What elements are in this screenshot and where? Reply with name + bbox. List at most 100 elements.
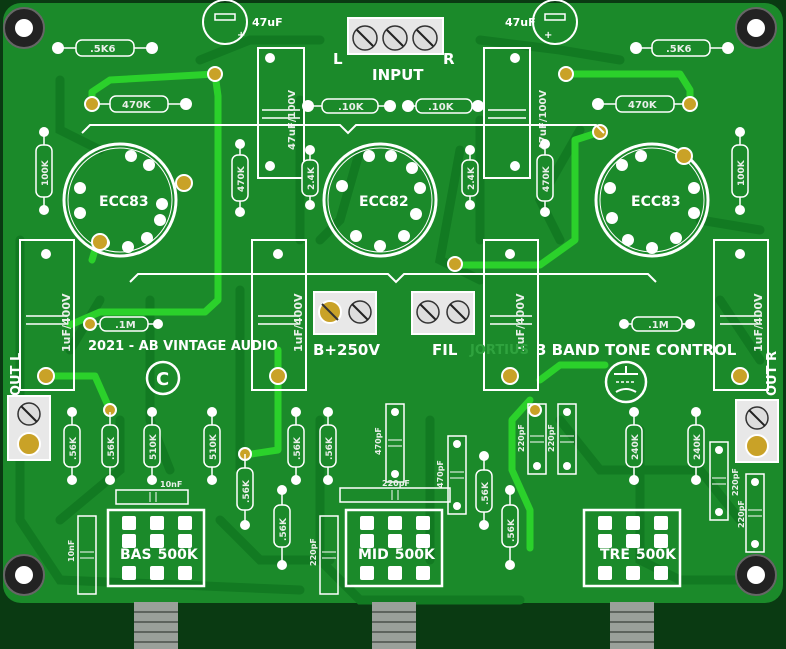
board-copper-pour <box>3 3 783 603</box>
svg-text:47uF/100V: 47uF/100V <box>287 90 298 150</box>
svg-text:.56K: .56K <box>279 517 289 541</box>
svg-text:47uF: 47uF <box>252 16 283 29</box>
svg-text:220pF: 220pF <box>731 468 740 496</box>
output-left-terminal: OUT L <box>7 353 51 461</box>
copyright-logo: C <box>145 360 181 396</box>
resistor-56k-4: .56K <box>287 407 305 485</box>
out-right-label: OUT R <box>765 351 780 396</box>
hidden-silk-text: JORTIUS <box>469 343 529 358</box>
cap-10nf-vertical: 10nF <box>67 515 97 595</box>
film-cap-1uf-right-outer: 1uF/400V <box>713 239 769 391</box>
svg-text:.5K6: .5K6 <box>90 44 116 55</box>
tube-symbol-logo <box>604 360 648 404</box>
svg-text:2.4K: 2.4K <box>307 166 317 190</box>
cap-220pf-5: 220pF <box>737 473 765 553</box>
out-left-label: OUT L <box>9 353 24 396</box>
svg-text:470pF: 470pF <box>374 427 383 455</box>
svg-text:470K: 470K <box>628 100 658 111</box>
electrolytic-cap-left: + 47uF <box>202 0 283 45</box>
tube-label-right: ECC83 <box>631 194 681 210</box>
resistor-2k4-left: 2.4K <box>301 145 319 210</box>
svg-text:1uF/400V: 1uF/400V <box>514 293 527 352</box>
resistor-56k-6: .56K <box>273 485 291 570</box>
mounting-hole-bottom-left <box>3 554 45 596</box>
svg-text:47uF/100V: 47uF/100V <box>538 90 549 150</box>
film-cap-47uf-left: 47uF/100V <box>257 47 305 179</box>
svg-text:+: + <box>544 30 552 41</box>
resistor-1m-right: .1M <box>619 316 695 332</box>
board-subtitle: 3 BAND TONE CONTROL <box>536 341 737 359</box>
svg-text:.56K: .56K <box>242 479 252 503</box>
svg-text:.56K: .56K <box>507 518 517 542</box>
input-label-right: R <box>443 50 455 68</box>
film-cap-1uf-left-inner: 1uF/400V <box>251 239 307 391</box>
filament-terminal: FIL <box>411 291 475 359</box>
svg-text:220pF: 220pF <box>382 479 410 488</box>
svg-text:220pF: 220pF <box>547 424 556 452</box>
cap-220pf-horizontal: 220pF <box>339 479 451 503</box>
resistor-470k-left: 470K <box>84 95 192 113</box>
electrolytic-cap-right: + 47uF <box>505 0 578 45</box>
svg-text:470pF: 470pF <box>436 460 445 488</box>
mounting-hole-top-left <box>3 7 45 49</box>
svg-text:100K: 100K <box>41 159 51 186</box>
svg-text:220pF: 220pF <box>737 500 746 528</box>
svg-text:100K: 100K <box>737 159 747 186</box>
svg-text:220pF: 220pF <box>309 538 318 566</box>
heater-bus <box>81 124 657 284</box>
tube-label-center: ECC82 <box>359 194 409 210</box>
highlight-traces <box>44 70 694 552</box>
resistor-470k-vertical-left: 470K <box>231 139 249 217</box>
resistor-56k-5: .56K <box>319 407 337 485</box>
svg-text:.56K: .56K <box>293 436 303 460</box>
mounting-holes <box>3 7 777 596</box>
cap-220pf-3: 220pF <box>547 403 577 475</box>
resistor-1m-left: .1M <box>83 316 163 332</box>
bottom-resistors: .56K .56K 510K 510K .56K .56K .56K .56K … <box>63 407 705 570</box>
svg-text:+: + <box>237 30 245 41</box>
resistor-56k-2: .56K <box>101 412 119 485</box>
film-cap-1uf-left-outer: 1uF/400V <box>19 239 75 391</box>
svg-text:470K: 470K <box>542 165 552 192</box>
svg-text:1uF/400V: 1uF/400V <box>752 293 765 352</box>
mounting-hole-top-right <box>735 7 777 49</box>
svg-text:.10K: .10K <box>338 102 365 113</box>
svg-text:240K: 240K <box>693 433 703 460</box>
power-terminal: B+250V <box>313 291 380 359</box>
svg-text:.56K: .56K <box>107 436 117 460</box>
resistor-510k-1: 510K <box>143 407 161 485</box>
resistor-100k-right: 100K <box>731 127 749 215</box>
resistor-510k-2: 510K <box>203 407 221 485</box>
svg-text:.56K: .56K <box>481 481 491 505</box>
svg-text:240K: 240K <box>631 433 641 460</box>
resistor-56k-3: .56K <box>236 454 254 530</box>
svg-text:10nF: 10nF <box>67 540 76 562</box>
small-caps: 470pF 470pF 220pF 220pF 220pF 220pF 220p… <box>67 403 765 595</box>
tube-socket-left: ECC83 <box>62 142 193 258</box>
svg-text:C: C <box>156 369 169 390</box>
resistor-470k-vertical-right: 470K <box>536 139 554 217</box>
resistor-10k-right: .10K <box>402 98 484 114</box>
svg-text:.5K6: .5K6 <box>666 44 692 55</box>
resistor-240k-2: 240K <box>687 407 705 485</box>
cap-220pf-4: 220pF <box>709 441 740 521</box>
power-label: B+250V <box>313 341 380 359</box>
cap-470pf-1: 470pF <box>374 403 405 483</box>
resistor-10k-left: .10K <box>302 98 396 114</box>
film-cap-1uf-right-inner: 1uF/400V <box>483 239 539 391</box>
cap-220pf-2: 220pF <box>517 403 547 475</box>
filament-label: FIL <box>432 341 458 359</box>
svg-text:.10K: .10K <box>428 102 455 113</box>
resistor-470k-right: 470K <box>592 95 698 113</box>
board-title: 2021 - AB VINTAGE AUDIO <box>88 339 278 354</box>
resistor-100k-left: 100K <box>35 127 53 215</box>
svg-text:470K: 470K <box>237 165 247 192</box>
svg-text:.1M: .1M <box>115 320 136 331</box>
